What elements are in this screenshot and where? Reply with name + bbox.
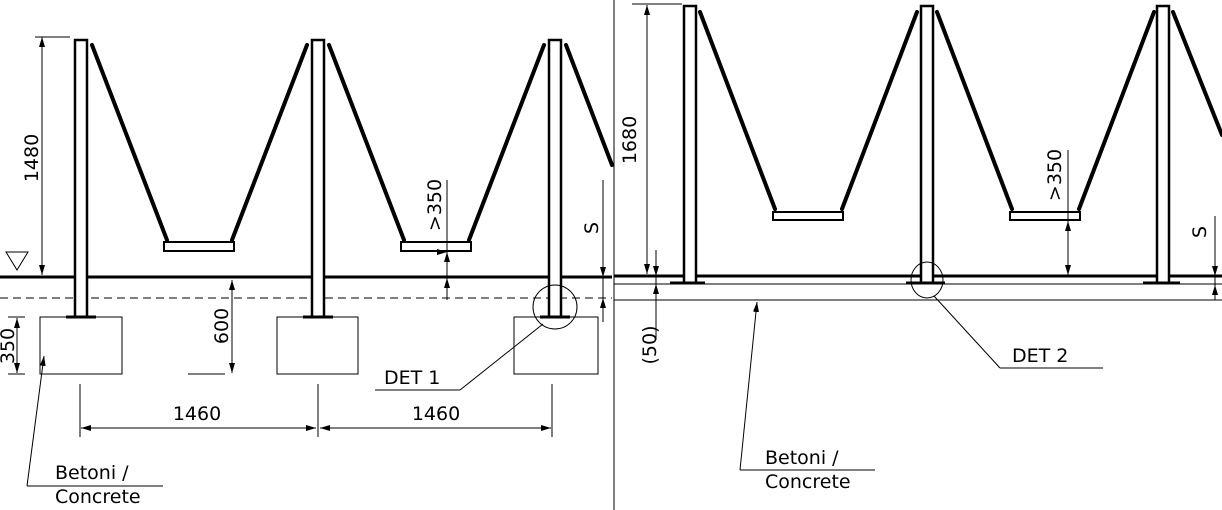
material-label-en: Concrete [765,471,851,493]
material-label-en: Concrete [55,486,141,508]
dim-offset-label: (50) [639,325,661,364]
left-view: 1480 600 350 >350 S 1460 1460 DET 1 [0,36,614,508]
detail-circle [910,261,944,299]
dim-spacing-label: 1460 [173,403,221,425]
dim-depth-label: 600 [211,308,233,344]
swing-chain [90,43,169,242]
swing-post [1155,4,1171,285]
swing-post [547,38,563,319]
dim-seat-clearance-label: >350 [424,179,446,231]
dim-footing-label: 350 [0,328,19,364]
swing-chain [467,43,546,242]
detail-label: DET 1 [384,367,440,389]
swing-seat [1009,211,1081,221]
detail-label: DET 2 [1012,345,1068,367]
concrete-footing [513,316,599,375]
material-label-fi: Betoni / [55,462,129,484]
swing-seat [163,241,235,252]
dim-height-label: 1680 [619,116,641,164]
swing-post [919,4,935,285]
swing-post [682,4,698,285]
dim-s-label: S [1189,226,1211,238]
dim-spacing-label: 1460 [412,403,460,425]
swing-chain [230,43,309,242]
ground-level-triangle-icon [5,251,29,271]
right-view: 1680 (50) >350 S DET 2 Betoni / Concrete [614,3,1222,493]
concrete-footing [276,316,359,375]
swing-chain [1077,10,1156,211]
detail-circle [532,284,578,330]
swing-chain [840,10,919,211]
swing-chain [564,43,614,167]
dim-seat-clearance-label: >350 [1044,149,1066,201]
swing-post [73,38,89,319]
swing-chain [1171,10,1222,137]
dim-s-label: S [581,222,603,234]
swing-chain [327,43,406,242]
dim-height-label: 1480 [21,134,43,182]
swing-seat [400,241,472,252]
swing-chain [935,10,1014,211]
material-label-fi: Betoni / [765,447,839,469]
concrete-footing [39,316,123,375]
swing-post [310,38,326,319]
swing-chain [698,10,777,211]
swing-seat [772,211,844,221]
